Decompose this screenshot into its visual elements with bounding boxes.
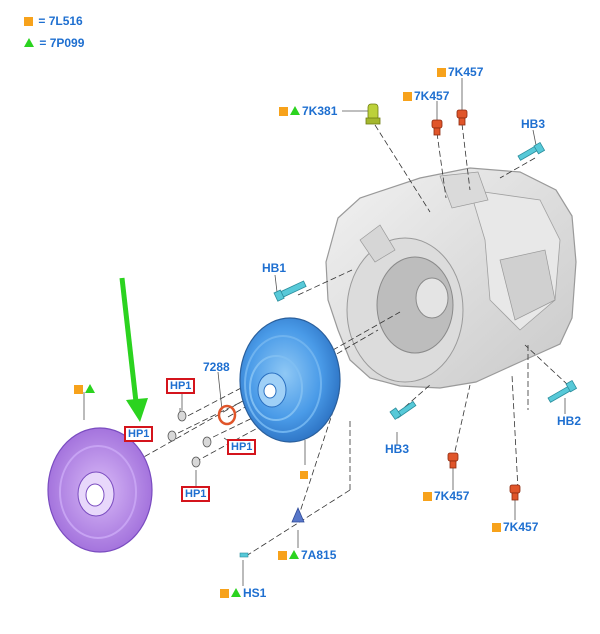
fitting-hp1-a: [177, 410, 187, 422]
label-7k457-bottom-right[interactable]: 7K457: [492, 520, 538, 534]
triangle-icon: [24, 38, 34, 47]
fitting-hp1-c: [202, 436, 212, 448]
label-7288[interactable]: 7288: [203, 360, 230, 374]
plug-7k457-d: [509, 484, 521, 501]
triangle-icon: [231, 588, 241, 597]
legend-row-1: = 7L516: [24, 14, 83, 28]
label-7k381[interactable]: 7K381: [279, 104, 337, 118]
square-icon: [423, 492, 432, 501]
legend-code: 7L516: [48, 14, 83, 28]
bolt-hb1: [273, 280, 307, 302]
label-hb1[interactable]: HB1: [262, 261, 287, 275]
square-icon: [403, 92, 412, 101]
label-7k457-bottom-mid[interactable]: 7K457: [423, 489, 469, 503]
bolt-hb2: [547, 379, 578, 403]
label-cover-symbols[interactable]: [74, 382, 97, 396]
sensor-7a815: [291, 506, 305, 523]
square-icon: [279, 107, 288, 116]
plug-7k457-a: [431, 119, 443, 136]
square-icon: [492, 523, 501, 532]
plug-7k457-b: [456, 109, 468, 126]
cover-plate: [47, 427, 153, 553]
label-hb2[interactable]: HB2: [557, 414, 582, 428]
legend-code: 7P099: [49, 36, 85, 50]
hp1-tag[interactable]: HP1: [227, 439, 257, 455]
legend-sep: =: [39, 36, 47, 50]
square-icon: [278, 551, 287, 560]
vent-7k381: [365, 103, 381, 125]
label-7k457-top-right[interactable]: 7K457: [437, 65, 483, 79]
clip-hs1: [239, 552, 249, 558]
square-icon: [300, 471, 308, 479]
square-icon: [24, 17, 33, 26]
label-hs1[interactable]: HS1: [220, 586, 266, 600]
square-icon: [74, 385, 83, 394]
square-icon: [437, 68, 446, 77]
plug-7k457-c: [447, 452, 459, 469]
torque-converter: [239, 317, 341, 443]
fitting-hp1-d: [191, 456, 201, 468]
label-hb3-top[interactable]: HB3: [521, 117, 546, 131]
label-7k457-top-left[interactable]: 7K457: [403, 89, 449, 103]
legend-sep: =: [38, 14, 46, 28]
bolt-hb3-top: [517, 141, 546, 161]
fitting-hp1-b: [167, 430, 177, 442]
hp1-tag[interactable]: HP1: [166, 378, 196, 394]
legend-row-2: = 7P099: [24, 36, 84, 50]
triangle-icon: [289, 550, 299, 559]
hp1-tag[interactable]: HP1: [124, 426, 154, 442]
transmission-case: [325, 167, 577, 389]
triangle-icon: [290, 106, 300, 115]
label-hb3-bottom[interactable]: HB3: [385, 442, 410, 456]
o-ring-7288: [217, 404, 237, 426]
square-icon: [220, 589, 229, 598]
hp1-tag[interactable]: HP1: [181, 486, 211, 502]
triangle-icon: [85, 384, 95, 393]
bolt-hb3-bottom: [389, 400, 417, 420]
label-7a815[interactable]: 7A815: [278, 548, 336, 562]
green-arrow-icon: [119, 277, 148, 422]
